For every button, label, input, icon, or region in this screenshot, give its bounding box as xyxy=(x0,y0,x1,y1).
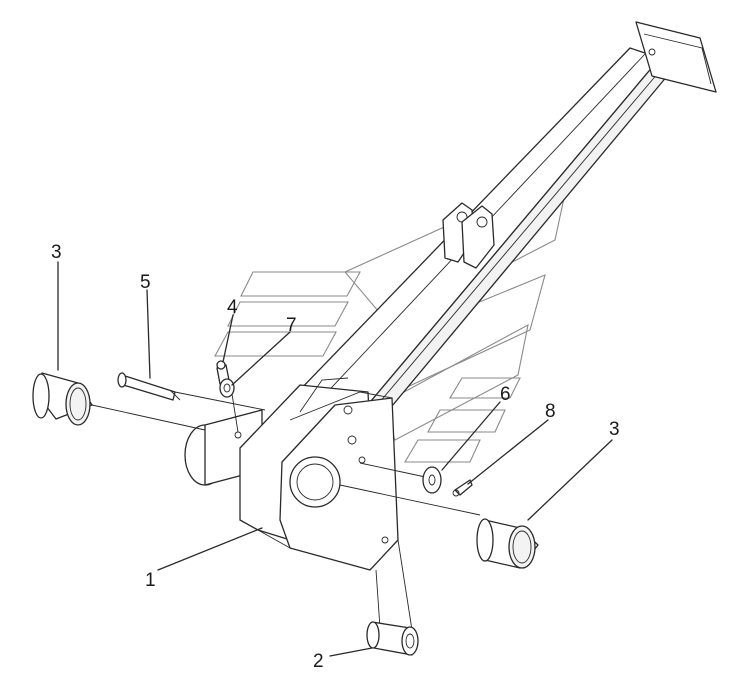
callout-7: 7 xyxy=(286,315,297,336)
callout-4: 4 xyxy=(227,297,238,318)
washer-6 xyxy=(422,466,442,494)
hinge-bracket xyxy=(184,377,399,571)
callout-3-left: 3 xyxy=(51,242,62,263)
callout-2: 2 xyxy=(313,651,324,672)
callout-8: 8 xyxy=(545,401,556,422)
callout-5: 5 xyxy=(140,272,151,293)
tube-lugs xyxy=(442,202,495,269)
washer-7 xyxy=(219,378,235,398)
callout-labels: 1 2 3 3 4 5 6 7 8 xyxy=(51,242,620,672)
assembly-axis-lines xyxy=(91,391,481,631)
callout-3-right: 3 xyxy=(609,419,620,440)
callout-6: 6 xyxy=(500,384,511,405)
bushing-left xyxy=(32,372,93,426)
bushing-right xyxy=(476,518,539,569)
callout-1: 1 xyxy=(145,570,156,591)
pin-2 xyxy=(366,621,419,656)
bolt-5 xyxy=(117,372,181,401)
leader-lines xyxy=(57,261,613,657)
main-arm-tube xyxy=(294,21,717,431)
